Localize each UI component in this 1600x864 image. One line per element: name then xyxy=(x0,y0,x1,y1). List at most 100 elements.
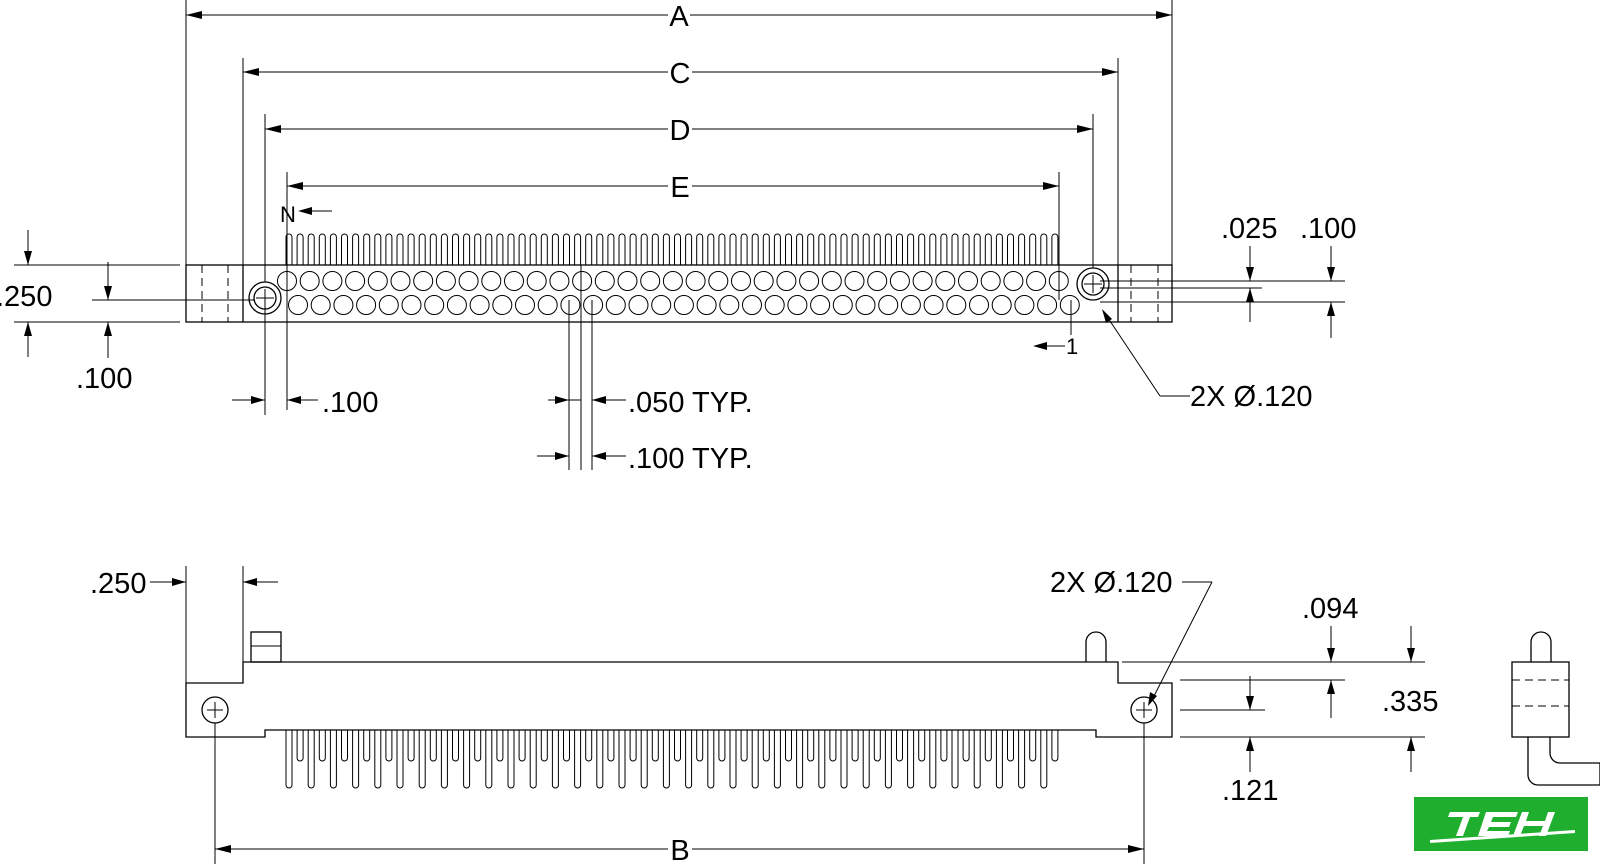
contact-hole xyxy=(742,295,762,315)
side-pin xyxy=(463,730,471,789)
contact-finger xyxy=(707,233,715,265)
side-pin xyxy=(696,730,704,762)
contact-hole xyxy=(673,295,694,315)
side-pin xyxy=(1040,730,1048,789)
contact-hole xyxy=(401,295,422,315)
side-pin xyxy=(818,730,826,789)
contact-hole xyxy=(946,295,967,315)
contact-finger xyxy=(918,233,926,265)
side-pin xyxy=(884,730,892,789)
contact-hole xyxy=(821,271,842,291)
end-view xyxy=(1511,631,1600,786)
contact-finger xyxy=(551,233,559,265)
contact-hole xyxy=(492,295,513,315)
contact-hole xyxy=(583,295,604,315)
contact-finger xyxy=(862,233,870,265)
contact-finger xyxy=(474,233,482,265)
contact-hole xyxy=(560,295,581,315)
side-pin xyxy=(507,730,515,789)
contact-finger xyxy=(773,233,781,265)
side-housing xyxy=(185,661,1173,738)
side-pin xyxy=(563,730,570,762)
contact-finger xyxy=(307,233,315,265)
top-view: A C D E N 1 xyxy=(0,0,1356,475)
contact-hole xyxy=(367,271,388,291)
side-pin xyxy=(929,730,937,789)
dim-100-pitch: .100 xyxy=(322,387,378,419)
dim-094: .094 xyxy=(1302,593,1358,625)
contact-hole xyxy=(799,271,820,291)
side-pin xyxy=(496,730,504,762)
contact-finger xyxy=(429,233,437,265)
contact-hole xyxy=(617,271,638,291)
contact-hole xyxy=(605,295,626,315)
side-pin xyxy=(651,730,659,762)
contact-hole xyxy=(969,295,989,315)
side-pin xyxy=(718,730,726,762)
contact-finger xyxy=(929,233,937,265)
contact-finger xyxy=(818,233,826,265)
contact-finger xyxy=(485,233,493,265)
side-hole-left xyxy=(201,696,229,724)
side-pin xyxy=(873,730,881,762)
side-pin xyxy=(940,730,948,762)
contact-finger xyxy=(829,233,837,265)
side-pin xyxy=(518,730,526,762)
contact-hole xyxy=(594,271,615,291)
contact-finger xyxy=(951,233,959,265)
dim-250-top: .250 xyxy=(0,281,52,313)
contact-hole xyxy=(696,295,717,315)
side-pin xyxy=(674,730,681,762)
contact-finger xyxy=(662,233,670,265)
contact-finger xyxy=(352,233,360,265)
contact-finger xyxy=(407,233,415,265)
contact-finger xyxy=(940,233,948,265)
contact-finger xyxy=(607,233,615,265)
side-pin xyxy=(773,730,781,789)
side-pin xyxy=(807,730,815,762)
contact-finger xyxy=(374,233,382,265)
side-pin xyxy=(318,730,326,762)
side-pin xyxy=(529,730,537,789)
side-pin xyxy=(396,730,404,789)
contact-finger xyxy=(1040,233,1048,265)
contact-hole xyxy=(991,295,1012,315)
side-pin xyxy=(607,730,615,762)
dim-050-typ: .050 TYP. xyxy=(628,387,753,419)
dim-B-label: B xyxy=(670,835,689,864)
contact-hole xyxy=(844,271,865,291)
dim-025: .025 xyxy=(1221,213,1277,245)
hole-callout-top: 2X Ø.120 xyxy=(1190,381,1313,413)
side-pin xyxy=(363,730,371,762)
contact-hole xyxy=(572,271,593,291)
dim-335: .335 xyxy=(1382,686,1438,718)
contact-rows xyxy=(277,271,1080,315)
contact-hole xyxy=(424,295,445,315)
side-pin xyxy=(685,730,693,789)
side-pin xyxy=(896,730,903,762)
contact-hole xyxy=(469,295,490,315)
contact-hole xyxy=(549,271,570,291)
side-pin xyxy=(640,730,648,789)
contact-finger xyxy=(463,233,471,265)
side-pin xyxy=(574,730,582,789)
side-pin xyxy=(429,730,437,762)
contact-finger xyxy=(984,233,992,265)
contact-finger xyxy=(1018,233,1026,265)
contact-hole xyxy=(537,295,558,315)
side-pin xyxy=(662,730,670,789)
dim-250-side: .250 xyxy=(90,568,146,600)
contact-hole xyxy=(855,295,876,315)
contact-finger xyxy=(329,233,337,265)
contact-finger xyxy=(896,233,903,265)
hole-callout-side: 2X Ø.120 xyxy=(1050,567,1173,599)
pin-N-label: N xyxy=(280,202,296,227)
side-pin xyxy=(1051,730,1059,762)
side-pin xyxy=(951,730,959,789)
contact-hole xyxy=(333,295,354,315)
side-pin xyxy=(485,730,493,789)
contact-finger xyxy=(1007,233,1014,265)
dim-C-label: C xyxy=(670,58,691,90)
contact-finger xyxy=(873,233,881,265)
